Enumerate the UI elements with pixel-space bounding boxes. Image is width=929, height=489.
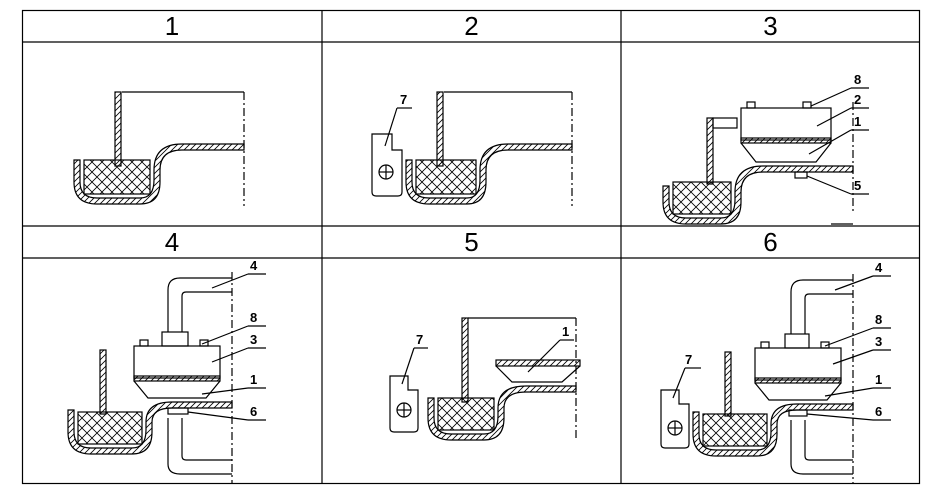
panel-1-structure [73, 91, 245, 206]
callout-8: 8 [875, 312, 882, 327]
callout-1: 1 [562, 324, 569, 339]
callout-5: 5 [854, 178, 861, 193]
panel-2-header: 2 [464, 10, 479, 41]
callout-6: 6 [875, 404, 882, 419]
callout-1: 1 [875, 372, 882, 387]
panel-4-structure [67, 272, 266, 484]
panel-5-drawing: 7 1 [322, 258, 621, 484]
diagram-grid: 1 2 3 4 5 6 [21, 9, 921, 485]
bracket-7 [660, 389, 690, 449]
callout-7: 7 [400, 92, 407, 107]
callout-1: 1 [250, 372, 257, 387]
panel-3-drawing: 8 2 1 5 [621, 42, 920, 226]
panel-5-structure [389, 317, 581, 441]
callout-8: 8 [854, 72, 861, 87]
panel-2-drawing: 7 [322, 42, 621, 226]
callout-7: 7 [685, 352, 692, 367]
callout-3: 3 [875, 334, 882, 349]
panel-1-drawing [22, 42, 322, 226]
panel-2-structure [371, 91, 573, 206]
panel-6-drawing: 7 4 8 3 1 6 [621, 258, 920, 484]
bracket-7 [389, 375, 419, 433]
panel-1-header: 1 [164, 10, 180, 41]
callout-3: 3 [250, 332, 257, 347]
callout-2: 2 [854, 92, 861, 107]
callout-1: 1 [854, 114, 861, 129]
callout-7: 7 [416, 332, 423, 347]
panel-4-header: 4 [164, 226, 180, 257]
panel-6-header: 6 [763, 226, 778, 257]
panel-3-structure [662, 87, 869, 225]
panel-4-drawing: 4 8 3 1 6 [22, 258, 322, 484]
panel-3-header: 3 [763, 10, 778, 41]
callout-6: 6 [250, 404, 257, 419]
bracket-7 [371, 133, 403, 197]
panel-6-structure [660, 274, 891, 484]
callout-4: 4 [250, 258, 258, 273]
panel-5-header: 5 [464, 226, 479, 257]
callout-4: 4 [875, 260, 883, 275]
callout-8: 8 [250, 310, 257, 325]
